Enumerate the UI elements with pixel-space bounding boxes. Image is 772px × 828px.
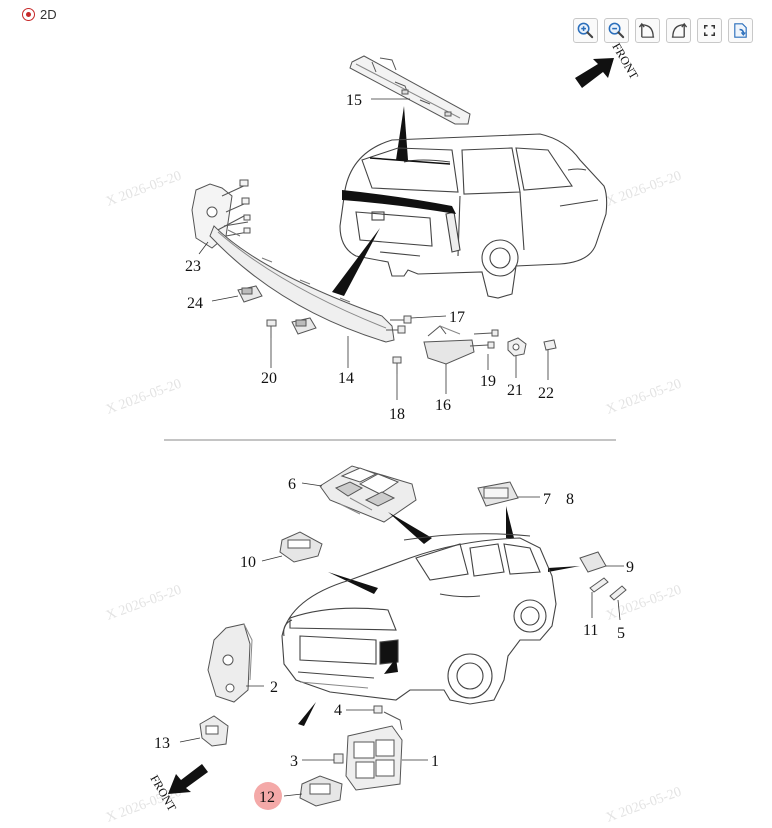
part-17-screws <box>386 315 447 334</box>
zoom-in-icon <box>577 22 594 39</box>
callout-22[interactable]: 22 <box>538 385 554 402</box>
watermark: X 2026-05-20 <box>604 169 683 210</box>
zoom-out-icon <box>608 22 625 39</box>
callout-23[interactable]: 23 <box>185 258 201 275</box>
pointer-9 <box>548 566 580 572</box>
view-mode-label: 2D <box>40 7 57 22</box>
part-1-headlamp-housing <box>345 711 428 791</box>
reset-button[interactable] <box>728 18 753 43</box>
watermark: X 2026-05-20 <box>104 169 183 210</box>
top-bar: 2D <box>0 0 772 30</box>
watermark: X 2026-05-20 <box>604 377 683 418</box>
callout-10[interactable]: 10 <box>240 554 256 571</box>
callout-4[interactable]: 4 <box>334 702 342 719</box>
callout-7[interactable]: 7 <box>543 491 551 508</box>
callout-1[interactable]: 1 <box>431 753 439 770</box>
callout-3[interactable]: 3 <box>290 753 298 770</box>
part-13-sensor <box>179 715 229 747</box>
fit-screen-button[interactable] <box>697 18 722 43</box>
front-label: FRONT <box>609 41 641 83</box>
watermark: X 2026-05-20 <box>604 785 683 826</box>
zoom-out-button[interactable] <box>604 18 629 43</box>
rotate-left-button[interactable] <box>635 18 660 43</box>
callout-15[interactable]: 15 <box>346 92 362 109</box>
callout-13[interactable]: 13 <box>154 735 170 752</box>
selected-callout-highlight <box>254 782 282 810</box>
part-5-bulb <box>609 585 627 621</box>
watermark: X 2026-05-20 <box>104 377 183 418</box>
part-23-bracket <box>191 179 251 249</box>
part-15-high-mount-stop-lamp <box>349 55 471 125</box>
part-20-screw <box>266 319 277 368</box>
part-2-horn-bracket <box>207 623 264 703</box>
part-18-screw <box>392 356 402 400</box>
part-3-bolt <box>302 753 344 764</box>
viewer-toolbar <box>573 18 753 43</box>
zoom-in-button[interactable] <box>573 18 598 43</box>
front-vehicle-illustration <box>281 533 557 705</box>
callout-9[interactable]: 9 <box>626 559 634 576</box>
part-12-module <box>283 775 343 807</box>
callout-14[interactable]: 14 <box>338 370 354 387</box>
callout-20[interactable]: 20 <box>261 370 277 387</box>
pointer-15 <box>396 106 408 160</box>
callout-17[interactable]: 17 <box>449 309 465 326</box>
pointer-14 <box>332 228 380 296</box>
part-7-8-dome-lamp <box>477 481 540 507</box>
view-mode-radio[interactable] <box>22 8 35 21</box>
callout-11[interactable]: 11 <box>583 622 598 639</box>
callout-6[interactable]: 6 <box>288 476 296 493</box>
part-16-reflector-lamp <box>423 325 475 394</box>
pointer-10 <box>328 572 378 594</box>
tail-light-strip <box>342 190 456 214</box>
callout-21[interactable]: 21 <box>507 382 523 399</box>
part-10-map-lamp <box>261 531 323 563</box>
rotate-left-icon <box>638 22 655 38</box>
part-19-bolts <box>469 329 499 370</box>
callout-5[interactable]: 5 <box>617 625 625 642</box>
callout-24[interactable]: 24 <box>187 295 203 312</box>
pointer-6 <box>388 512 432 544</box>
watermark: X 2026-05-20 <box>104 583 183 624</box>
callout-12[interactable]: 12 <box>259 789 275 806</box>
pointer-7 <box>506 506 514 538</box>
callout-8[interactable]: 8 <box>566 491 574 508</box>
part-9-lamp <box>579 551 624 573</box>
part-24-license-lamps <box>211 285 317 335</box>
fit-screen-icon <box>703 24 716 37</box>
rotate-right-button[interactable] <box>666 18 691 43</box>
callout-2[interactable]: 2 <box>270 679 278 696</box>
callout-16[interactable]: 16 <box>435 397 451 414</box>
pointer-2 <box>298 702 316 726</box>
reset-icon <box>734 23 747 38</box>
part-22-clip <box>543 339 557 380</box>
front-direction-arrow-top: FRONT <box>575 41 642 88</box>
part-4-screw <box>346 705 383 714</box>
part-11-bulb <box>589 577 609 618</box>
part-6-overhead-console <box>301 465 417 523</box>
part-21-nut <box>507 337 527 378</box>
watermark: X 2026-05-20 <box>604 583 683 624</box>
callout-19[interactable]: 19 <box>480 373 496 390</box>
rotate-right-icon <box>671 22 688 38</box>
callout-18[interactable]: 18 <box>389 406 405 423</box>
part-14-tail-trim <box>209 225 395 343</box>
